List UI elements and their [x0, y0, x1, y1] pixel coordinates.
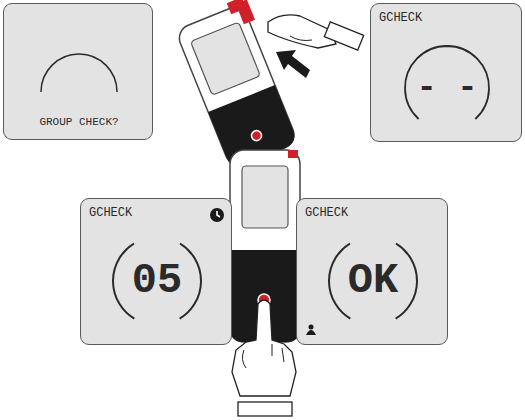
lcd-bracket [396, 243, 417, 318]
hand-bottom [232, 300, 296, 416]
status-icon [210, 208, 224, 222]
user-icon [309, 325, 314, 330]
push-arrow [276, 50, 310, 78]
lcd-screen: GCHECK - - [370, 3, 522, 142]
lcd-label: GCHECK [89, 207, 132, 219]
lcd-bracket [180, 243, 201, 318]
lcd-screen: GCHECK OK [296, 198, 448, 345]
lcd-readout: - - [416, 71, 477, 105]
lcd-readout: GROUP CHECK? [39, 117, 118, 128]
lcd-bracket [329, 243, 350, 318]
hand-top [268, 15, 364, 50]
lcd-label: GCHECK [305, 207, 348, 219]
lcd-screen: GCHECK 05 [80, 198, 232, 345]
lcd-readout: OK [348, 260, 398, 302]
lcd-screen: GROUP CHECK? [3, 3, 153, 140]
lcd-bracket [113, 243, 134, 318]
lcd-readout: 05 [132, 260, 182, 302]
lcd-label: GCHECK [379, 12, 422, 24]
